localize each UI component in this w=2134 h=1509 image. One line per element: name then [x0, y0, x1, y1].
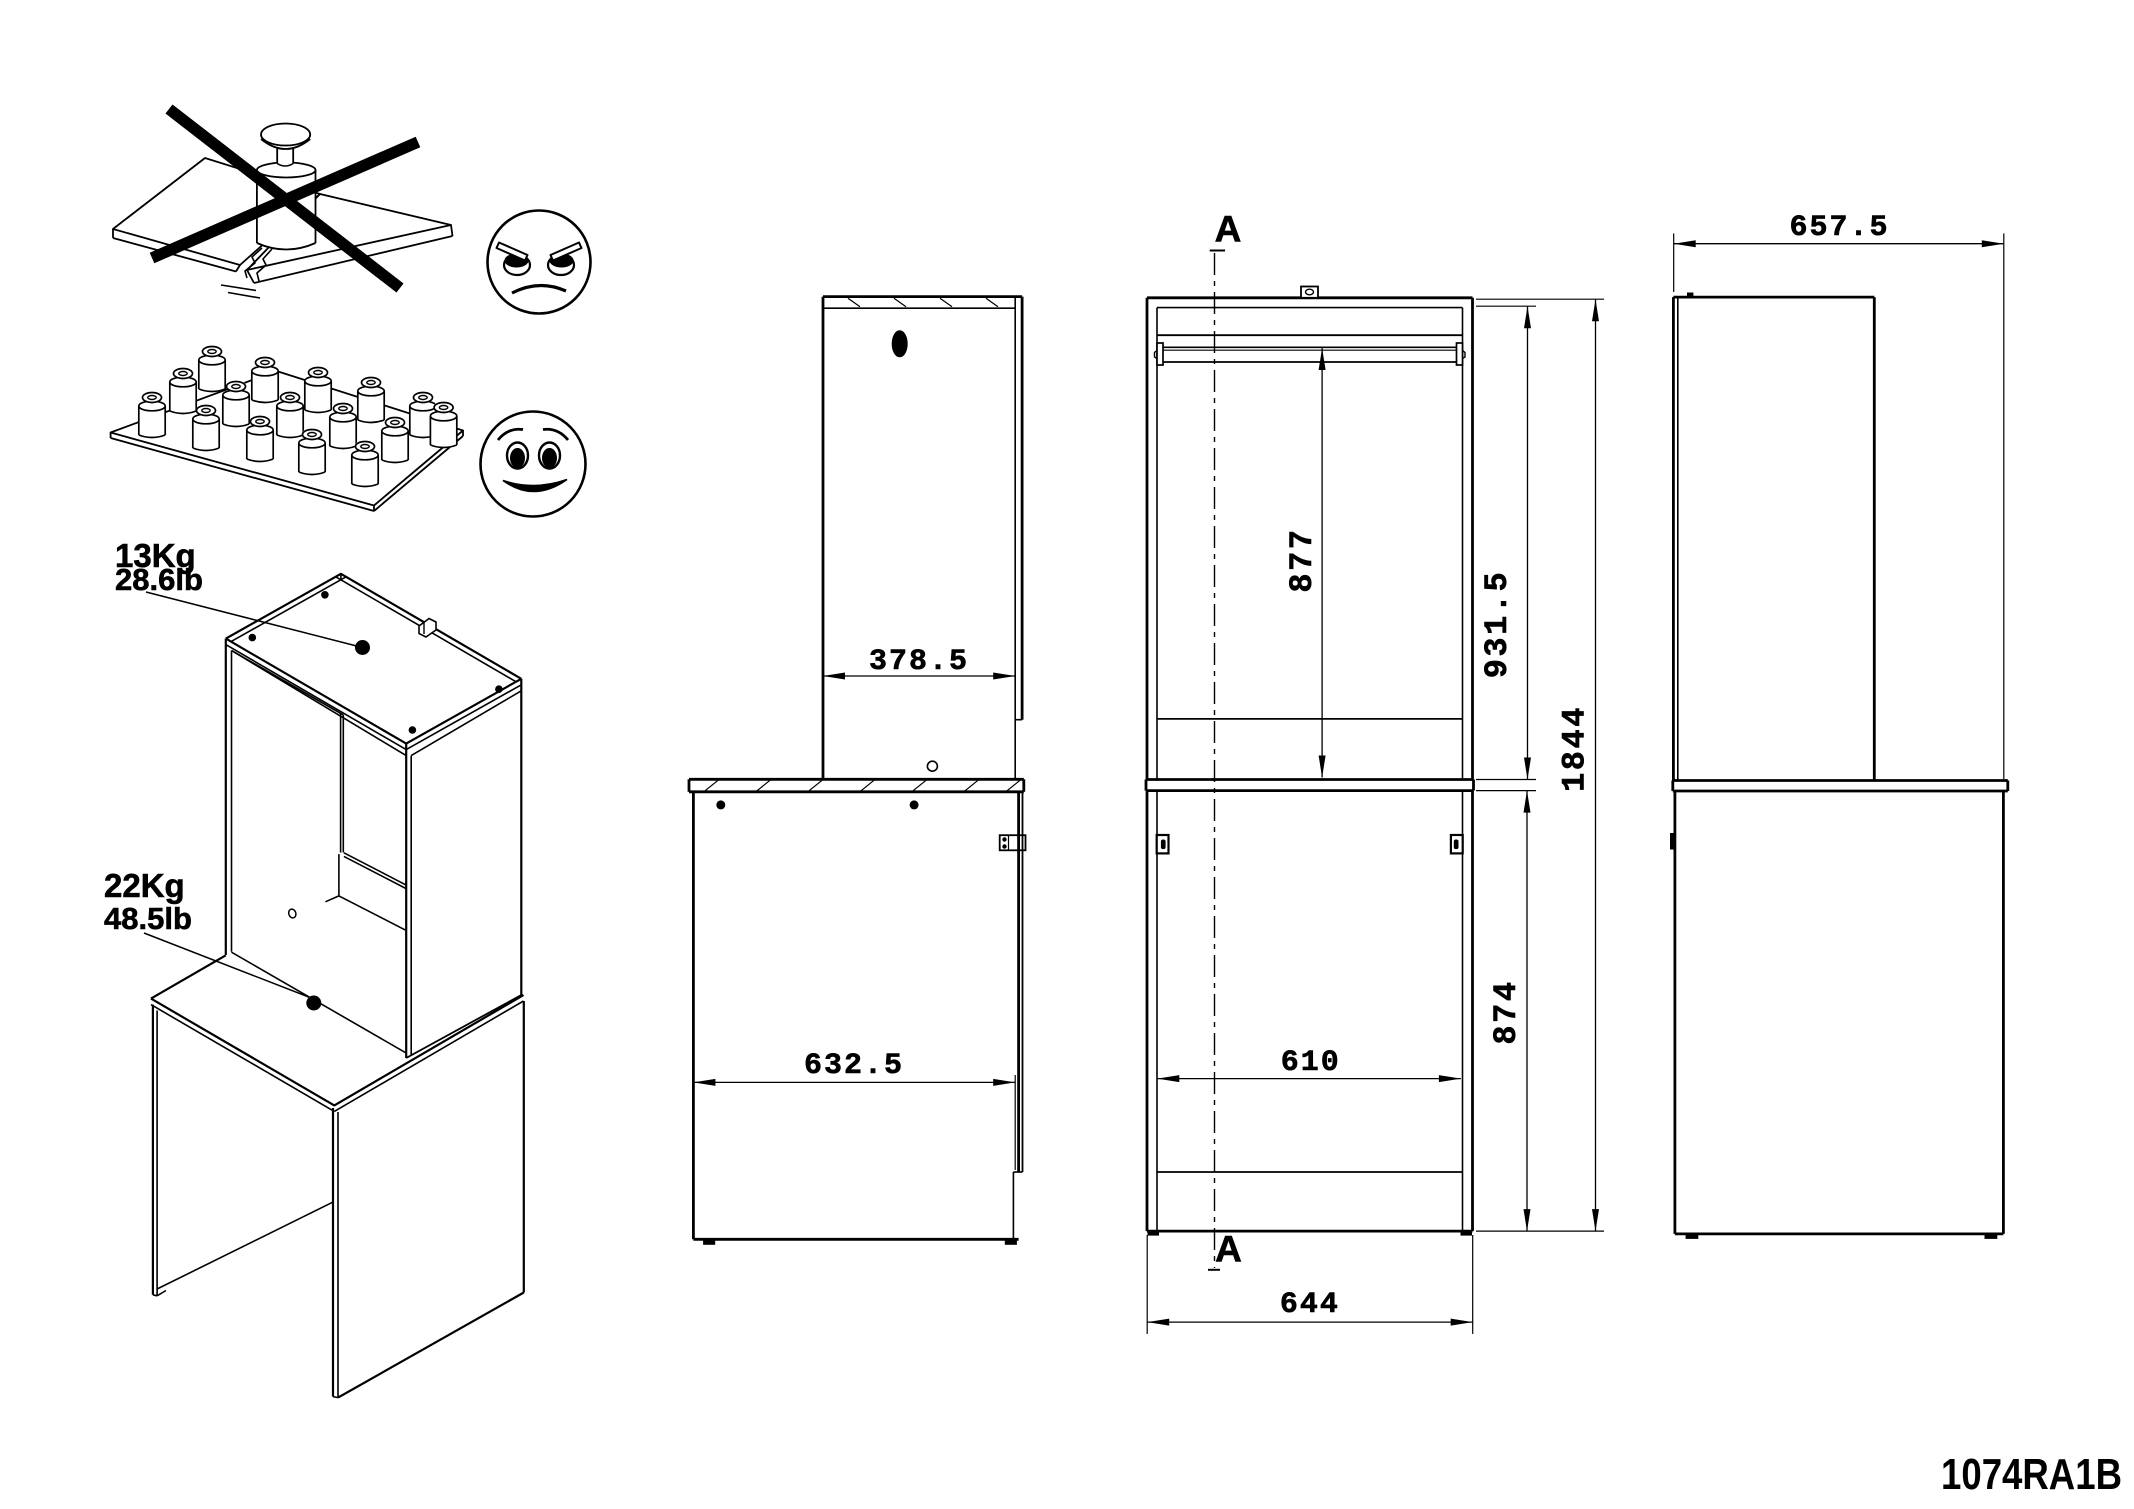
- svg-text:1074RA1B: 1074RA1B: [1941, 1450, 2122, 1499]
- svg-text:28.6lb: 28.6lb: [115, 562, 203, 597]
- svg-text:632.5: 632.5: [804, 1049, 904, 1083]
- svg-text:48.5lb: 48.5lb: [104, 901, 192, 936]
- svg-text:931.5: 931.5: [1479, 570, 1516, 679]
- svg-text:A: A: [1215, 209, 1242, 250]
- svg-text:13Kg: 13Kg: [115, 537, 196, 574]
- svg-text:22Kg: 22Kg: [104, 867, 185, 904]
- svg-text:A: A: [1215, 1228, 1242, 1269]
- svg-text:610: 610: [1281, 1046, 1341, 1080]
- svg-text:657.5: 657.5: [1789, 211, 1889, 245]
- svg-text:644: 644: [1280, 1288, 1340, 1322]
- svg-text:874: 874: [1488, 979, 1525, 1044]
- svg-text:1844: 1844: [1557, 705, 1594, 792]
- svg-text:877: 877: [1284, 527, 1321, 592]
- svg-text:378.5: 378.5: [869, 645, 969, 679]
